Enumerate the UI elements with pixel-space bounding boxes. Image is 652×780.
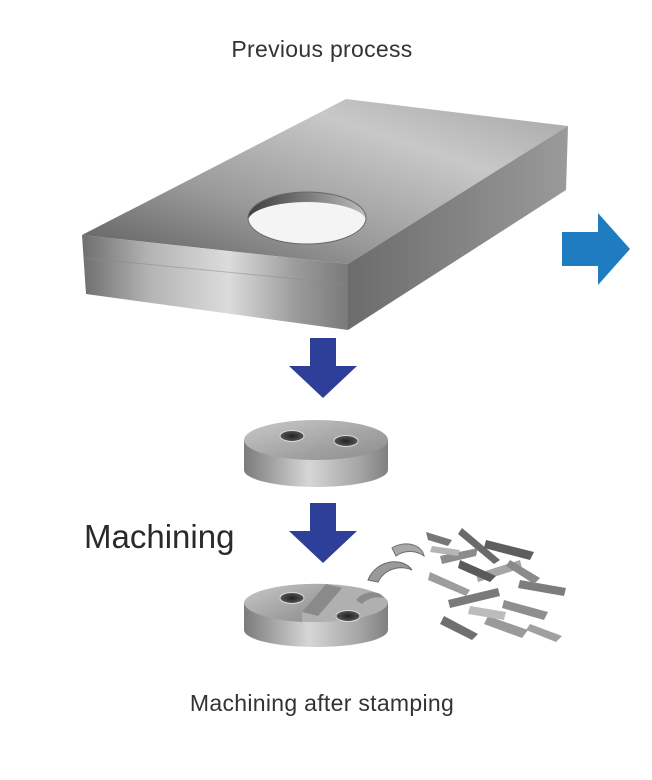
diagram-caption: Machining after stamping	[189, 690, 455, 716]
steel-plate-icon	[82, 99, 568, 330]
machined-disc-icon	[243, 583, 388, 647]
blank-disc-icon	[244, 420, 388, 487]
diagram-title: Previous process	[231, 36, 413, 62]
arrow-right-icon	[562, 213, 630, 285]
machining-step-label: Machining	[84, 518, 235, 555]
metal-chips-icon	[356, 528, 566, 642]
arrow-down-icon	[289, 338, 357, 398]
arrow-down-icon	[289, 503, 357, 563]
